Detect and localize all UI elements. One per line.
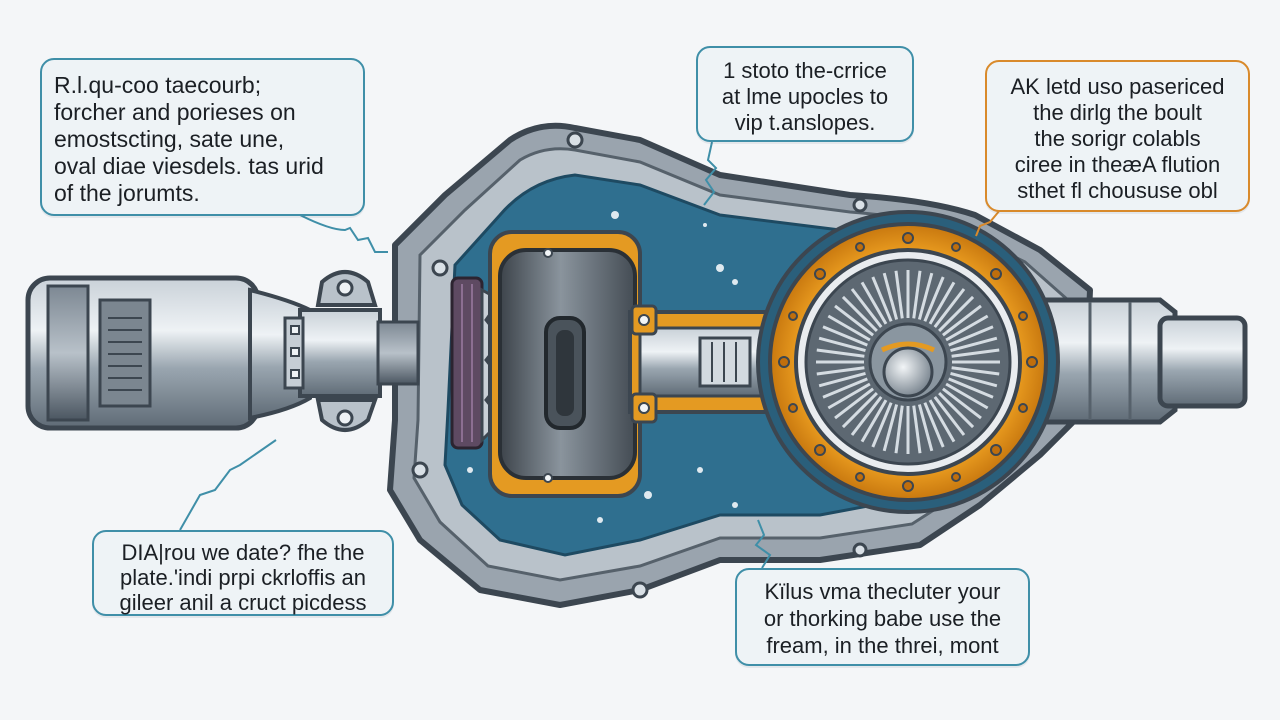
- callout-leaders: [179, 141, 772, 569]
- spring-spoke: [871, 276, 893, 322]
- spring-spoke: [912, 405, 922, 454]
- callout-line: AK letd uso pasericed: [1010, 74, 1225, 99]
- spring-spoke: [818, 371, 866, 388]
- spring-spoke: [882, 404, 899, 452]
- spring-spoke: [941, 304, 982, 337]
- callout-line: plate.'indi prpi ckrloffis an: [120, 565, 366, 590]
- spring-spoke: [841, 295, 878, 332]
- spring-spoke: [850, 395, 883, 436]
- callout-leader-orange: [975, 209, 1001, 237]
- spring-spoke: [816, 348, 865, 358]
- spring-spoke: [948, 377, 994, 399]
- housing-bolts: [411, 131, 868, 599]
- callout-line: DIA|rou we date? fhe the: [121, 540, 365, 565]
- spring-spoke: [827, 382, 871, 410]
- callout-top-right: AK letd uso pasericed the dirlg the boul…: [985, 60, 1250, 212]
- callout-line: gileer anil a cruct picdess: [119, 590, 367, 615]
- spring-spoke: [894, 270, 904, 319]
- callout-line: emostscting, sate une,: [54, 126, 285, 152]
- spring-spoke: [834, 387, 875, 420]
- spring-spoke: [948, 325, 994, 347]
- spring-spoke: [827, 314, 871, 342]
- callout-line: vip t.anslopes.: [734, 110, 876, 135]
- callout-line: R.l.qu-coo taecourb;: [54, 72, 262, 98]
- callout-line: Kïlus vma thecluter your: [764, 579, 1001, 604]
- spring-spoke: [950, 371, 998, 388]
- callout-line: oval diae viesdels. tas urid: [54, 153, 324, 179]
- spring-spoke: [951, 348, 1000, 358]
- callout-bottom-left: DIA|rou we date? fhe the plate.'indi prp…: [92, 530, 394, 616]
- spring-spoke: [945, 314, 989, 342]
- spring-spoke: [860, 399, 888, 443]
- callout-line: at lme upocles to: [721, 84, 889, 109]
- input-shaft: [25, 270, 420, 432]
- spring-spoke: [917, 404, 934, 452]
- main-shaft: [628, 304, 792, 424]
- spring-spoke: [933, 395, 966, 436]
- spring-spoke: [950, 336, 998, 353]
- clutch-drum: [488, 230, 642, 498]
- callout-line: the dirlg the boult: [1033, 100, 1202, 125]
- spring-spoke: [860, 281, 888, 325]
- spring-spoke: [818, 336, 866, 353]
- callout-line: sthet fl choususe obl: [1017, 178, 1218, 203]
- spring-spoke: [850, 288, 883, 329]
- callout-top-left: R.l.qu-coo taecourb; forcher and poriese…: [40, 58, 365, 216]
- callout-line: ciree in theæA flution: [1014, 152, 1221, 177]
- spring-spoke: [923, 402, 945, 448]
- spring-spoke: [917, 272, 934, 320]
- spring-spoke: [928, 281, 956, 325]
- spring-spoke: [951, 366, 1000, 376]
- spring-spoke: [933, 288, 966, 329]
- spring-spoke: [912, 270, 922, 319]
- callout-line: of the jorumts.: [54, 180, 200, 206]
- spring-spoke: [945, 382, 989, 410]
- spring-spoke: [816, 366, 865, 376]
- callout-top-center: 1 stoto the-crrice at lme upocles to vip…: [696, 46, 914, 142]
- spring-spoke: [822, 377, 868, 399]
- spring-spokes: [816, 270, 1000, 454]
- spring-spoke: [923, 276, 945, 322]
- callout-line: 1 stoto the-crrice: [723, 58, 887, 83]
- spring-spoke: [871, 402, 893, 448]
- output-shaft: [1037, 297, 1248, 425]
- spring-spoke: [928, 399, 956, 443]
- spring-spoke: [841, 392, 878, 429]
- spring-spoke: [938, 295, 975, 332]
- spring-spoke: [822, 325, 868, 347]
- callout-line: forcher and porieses on: [54, 99, 296, 125]
- spring-spoke: [882, 272, 899, 320]
- callout-line: the sorigr colabls: [1034, 126, 1201, 151]
- callout-line: or thorking babe use the: [763, 606, 1002, 631]
- spring-spoke: [894, 405, 904, 454]
- spring-spoke: [941, 387, 982, 420]
- callout-line: fream, in the threi, mont: [766, 633, 999, 658]
- spring-spoke: [938, 392, 975, 429]
- center-hub: [868, 322, 948, 402]
- callout-bottom-right: Kïlus vma thecluter your or thorking bab…: [735, 568, 1030, 666]
- spring-spoke: [834, 304, 875, 337]
